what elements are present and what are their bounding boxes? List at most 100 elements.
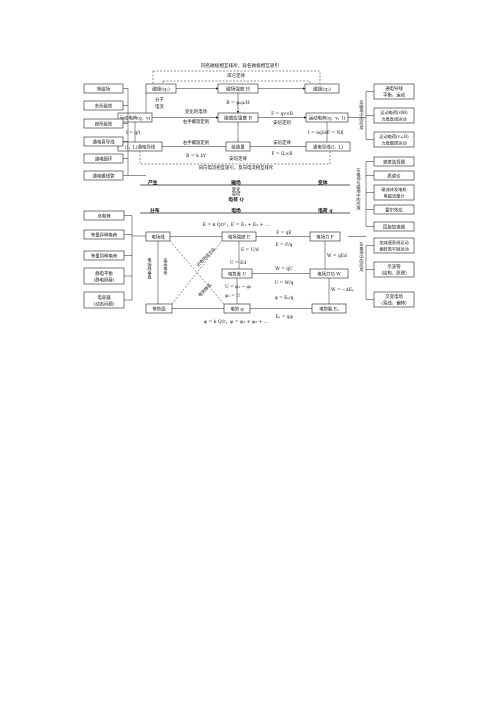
- right2-item-5a: 加减速直线运动: [379, 239, 408, 246]
- e-fq-text: E = F/q: [275, 243, 292, 248]
- w-ep-text: W = −ΔEₚ: [331, 288, 354, 293]
- energy-label: 电势能 Eₚ: [319, 306, 339, 313]
- field-line-label: 电场线: [151, 234, 165, 241]
- potential-phi-label: 电势 φ: [230, 306, 243, 313]
- banner-text: 同名磁极相互排斥，异名磁极相互吸引: [201, 62, 279, 69]
- left-item-0: 地磁场: [97, 86, 111, 93]
- ampere-text-2: 安培定律: [273, 139, 291, 146]
- right2-item-7a: 交变电场: [385, 293, 403, 300]
- right-items-group: 通电导线 平衡、运动 运动电荷(v∥B) 力度直线运动 运动电荷(v⊥B) 力度…: [348, 83, 415, 148]
- b-simple-text: B = k I/r: [186, 153, 207, 159]
- diag-text-1: 沿电场线方向: [194, 246, 217, 269]
- phi-u-text: φ₁ = U: [225, 294, 240, 299]
- right2-item-1: 质谱仪: [387, 173, 401, 180]
- current-attr-text: 同向电流相互吸引，反向电流相互排斥: [199, 164, 274, 171]
- f-qe-text: F = qE: [276, 231, 292, 236]
- right2-item-2a: 磁流体发电机: [381, 186, 407, 193]
- left2-item-3b: （静电屏蔽）: [91, 277, 117, 284]
- right2-item-7b: （直线、偏转）: [379, 300, 410, 307]
- right2-item-3: 霍尔效应: [385, 207, 403, 214]
- w-qu-text: W = qU: [275, 267, 293, 272]
- u-phi-text: U = φ₁ − φ₂: [225, 285, 252, 290]
- right-items2-group: 速度选择器 质谱仪 磁流体发电机 电磁流量计 霍尔效应 回旋加速器 加减速直线运…: [348, 156, 415, 308]
- flux-label: 磁通量: [231, 144, 245, 151]
- right-item-2b: 力度圆周运动: [381, 140, 406, 147]
- split-text-1: 分子: [155, 96, 164, 103]
- u-ed-text: U = Ed: [230, 261, 246, 266]
- diag-dash-2: [171, 240, 223, 305]
- produce-label: 产生: [148, 179, 158, 186]
- change-label: 变体: [318, 179, 328, 186]
- potential-label: 电势差 U: [228, 271, 247, 278]
- left2-item-3a: 静电平衡: [95, 270, 113, 277]
- left-item-3: 通电直导线: [93, 139, 116, 146]
- left-items-group: 地磁场 条形磁铁 蹄形磁铁 通电直导线 通电圆环 通电螺线管: [83, 83, 146, 181]
- right-items2-bracket-b: [348, 236, 374, 300]
- rhs-text: 右手螺旋定则: [183, 118, 209, 125]
- right2-item-2b: 电磁流量计: [384, 193, 405, 200]
- right2-item-4: 回旋加速器: [383, 224, 406, 231]
- pole-left-label: 磁极(q₁): [152, 86, 170, 93]
- ep-qphi-text: Eₚ = qφ: [275, 315, 292, 320]
- motion-text: 运动: [232, 190, 241, 197]
- work-label: 电场力功 W: [317, 271, 341, 278]
- magnetic-label: 磁场: [230, 179, 241, 186]
- varying-text: 变化的电场: [185, 108, 208, 115]
- left-item-1: 条形磁铁: [95, 103, 113, 110]
- left-items2-group: 点电荷 等量异种电荷 等量同种电荷 静电平衡 （静电屏蔽） 电容器 （动态问题）: [83, 210, 146, 309]
- banner-bracket: [152, 70, 321, 84]
- anti-ampere-text: 安培定律: [229, 155, 247, 162]
- right-item-0b: 平衡、运动: [383, 92, 406, 99]
- i-eq-text: I = q/t: [126, 131, 140, 136]
- lorentz-text: F = qv×B: [271, 112, 293, 117]
- f-il-text: F = IL×B: [271, 152, 292, 157]
- left-items-bracket: [123, 88, 146, 176]
- rhs2-text: 右手螺旋定则: [183, 139, 209, 146]
- u-eq-text: E = U/d: [241, 248, 259, 253]
- pole-right-label: 磁极(q₂): [313, 86, 331, 93]
- ep-eq-text: φ = Eₚ/q: [275, 296, 294, 301]
- phi-sum-text: φ = k Q/r，φ = φ₁ + φ₂ + …: [204, 319, 269, 325]
- strength-label: 电场强度 E: [228, 234, 250, 241]
- left-item-4: 通电圆环: [95, 156, 113, 163]
- right-side-label-2: 在电场中的应用: [359, 241, 365, 273]
- right-side-label-0: 在磁场中的应用: [359, 99, 365, 131]
- change-text: 变化: [232, 186, 241, 193]
- b-field-label: 磁感应强度 B: [224, 115, 252, 122]
- right-item-1a: 运动电荷(v∥B): [380, 109, 408, 116]
- diag-text-2: 电势降低: [196, 281, 213, 298]
- w-qed-text: W = qEd: [327, 254, 347, 259]
- right2-item-5b: 偏转类平抛运动: [379, 246, 408, 253]
- left-item-2: 蹄形磁铁: [95, 121, 113, 128]
- right-item-1b: 力度直线运动: [381, 116, 406, 123]
- right2-item-6b: （结构、原理）: [379, 270, 410, 277]
- left2-item-4a: 电容器: [97, 294, 111, 301]
- wire-right-label: 通电导线(I，L): [313, 144, 343, 151]
- moving-charge-left: 运动电荷(q，v): [120, 115, 151, 122]
- left2-item-0: 点电荷: [97, 213, 111, 220]
- left2-item-4b: （动态问题）: [91, 301, 117, 308]
- right-items-bracket: [348, 91, 374, 140]
- law-bracket: [162, 80, 311, 84]
- right2-item-0: 速度选择器: [383, 159, 406, 166]
- u-ab-text: U = W/q: [275, 281, 294, 286]
- charge-q-label: 电荷 Q: [228, 196, 243, 203]
- vert-right-text: 由高电势: [163, 257, 169, 277]
- idl-eq-text: I = nqSv: [308, 131, 328, 136]
- vert-left-text: 电场线垂直: [147, 257, 153, 280]
- equipotential-label: 等势面: [152, 306, 166, 313]
- left2-item-1: 等量异种电荷: [91, 232, 118, 239]
- ampere-text: 安培定则: [273, 119, 291, 126]
- split-text-2: 电流: [155, 103, 164, 110]
- left-item-5: 通电螺线管: [93, 173, 116, 180]
- coulomb-law-label: 库仑定律: [227, 72, 245, 79]
- e-eq-text: E = k Q/r²，E = E₁ + E₂ + …: [203, 222, 270, 228]
- right-item-0a: 通电导线: [385, 85, 403, 92]
- right2-item-6a: 示波管: [387, 263, 401, 270]
- field-q-label: 电荷 q: [318, 207, 333, 214]
- wire-left-label: (I，L)通电导线: [125, 144, 156, 151]
- moving-charge-right: 运动电荷(q，v，l): [309, 115, 346, 122]
- force-label: 电场力 F: [316, 234, 334, 241]
- field-h-label: 磁场强度 H: [226, 86, 250, 93]
